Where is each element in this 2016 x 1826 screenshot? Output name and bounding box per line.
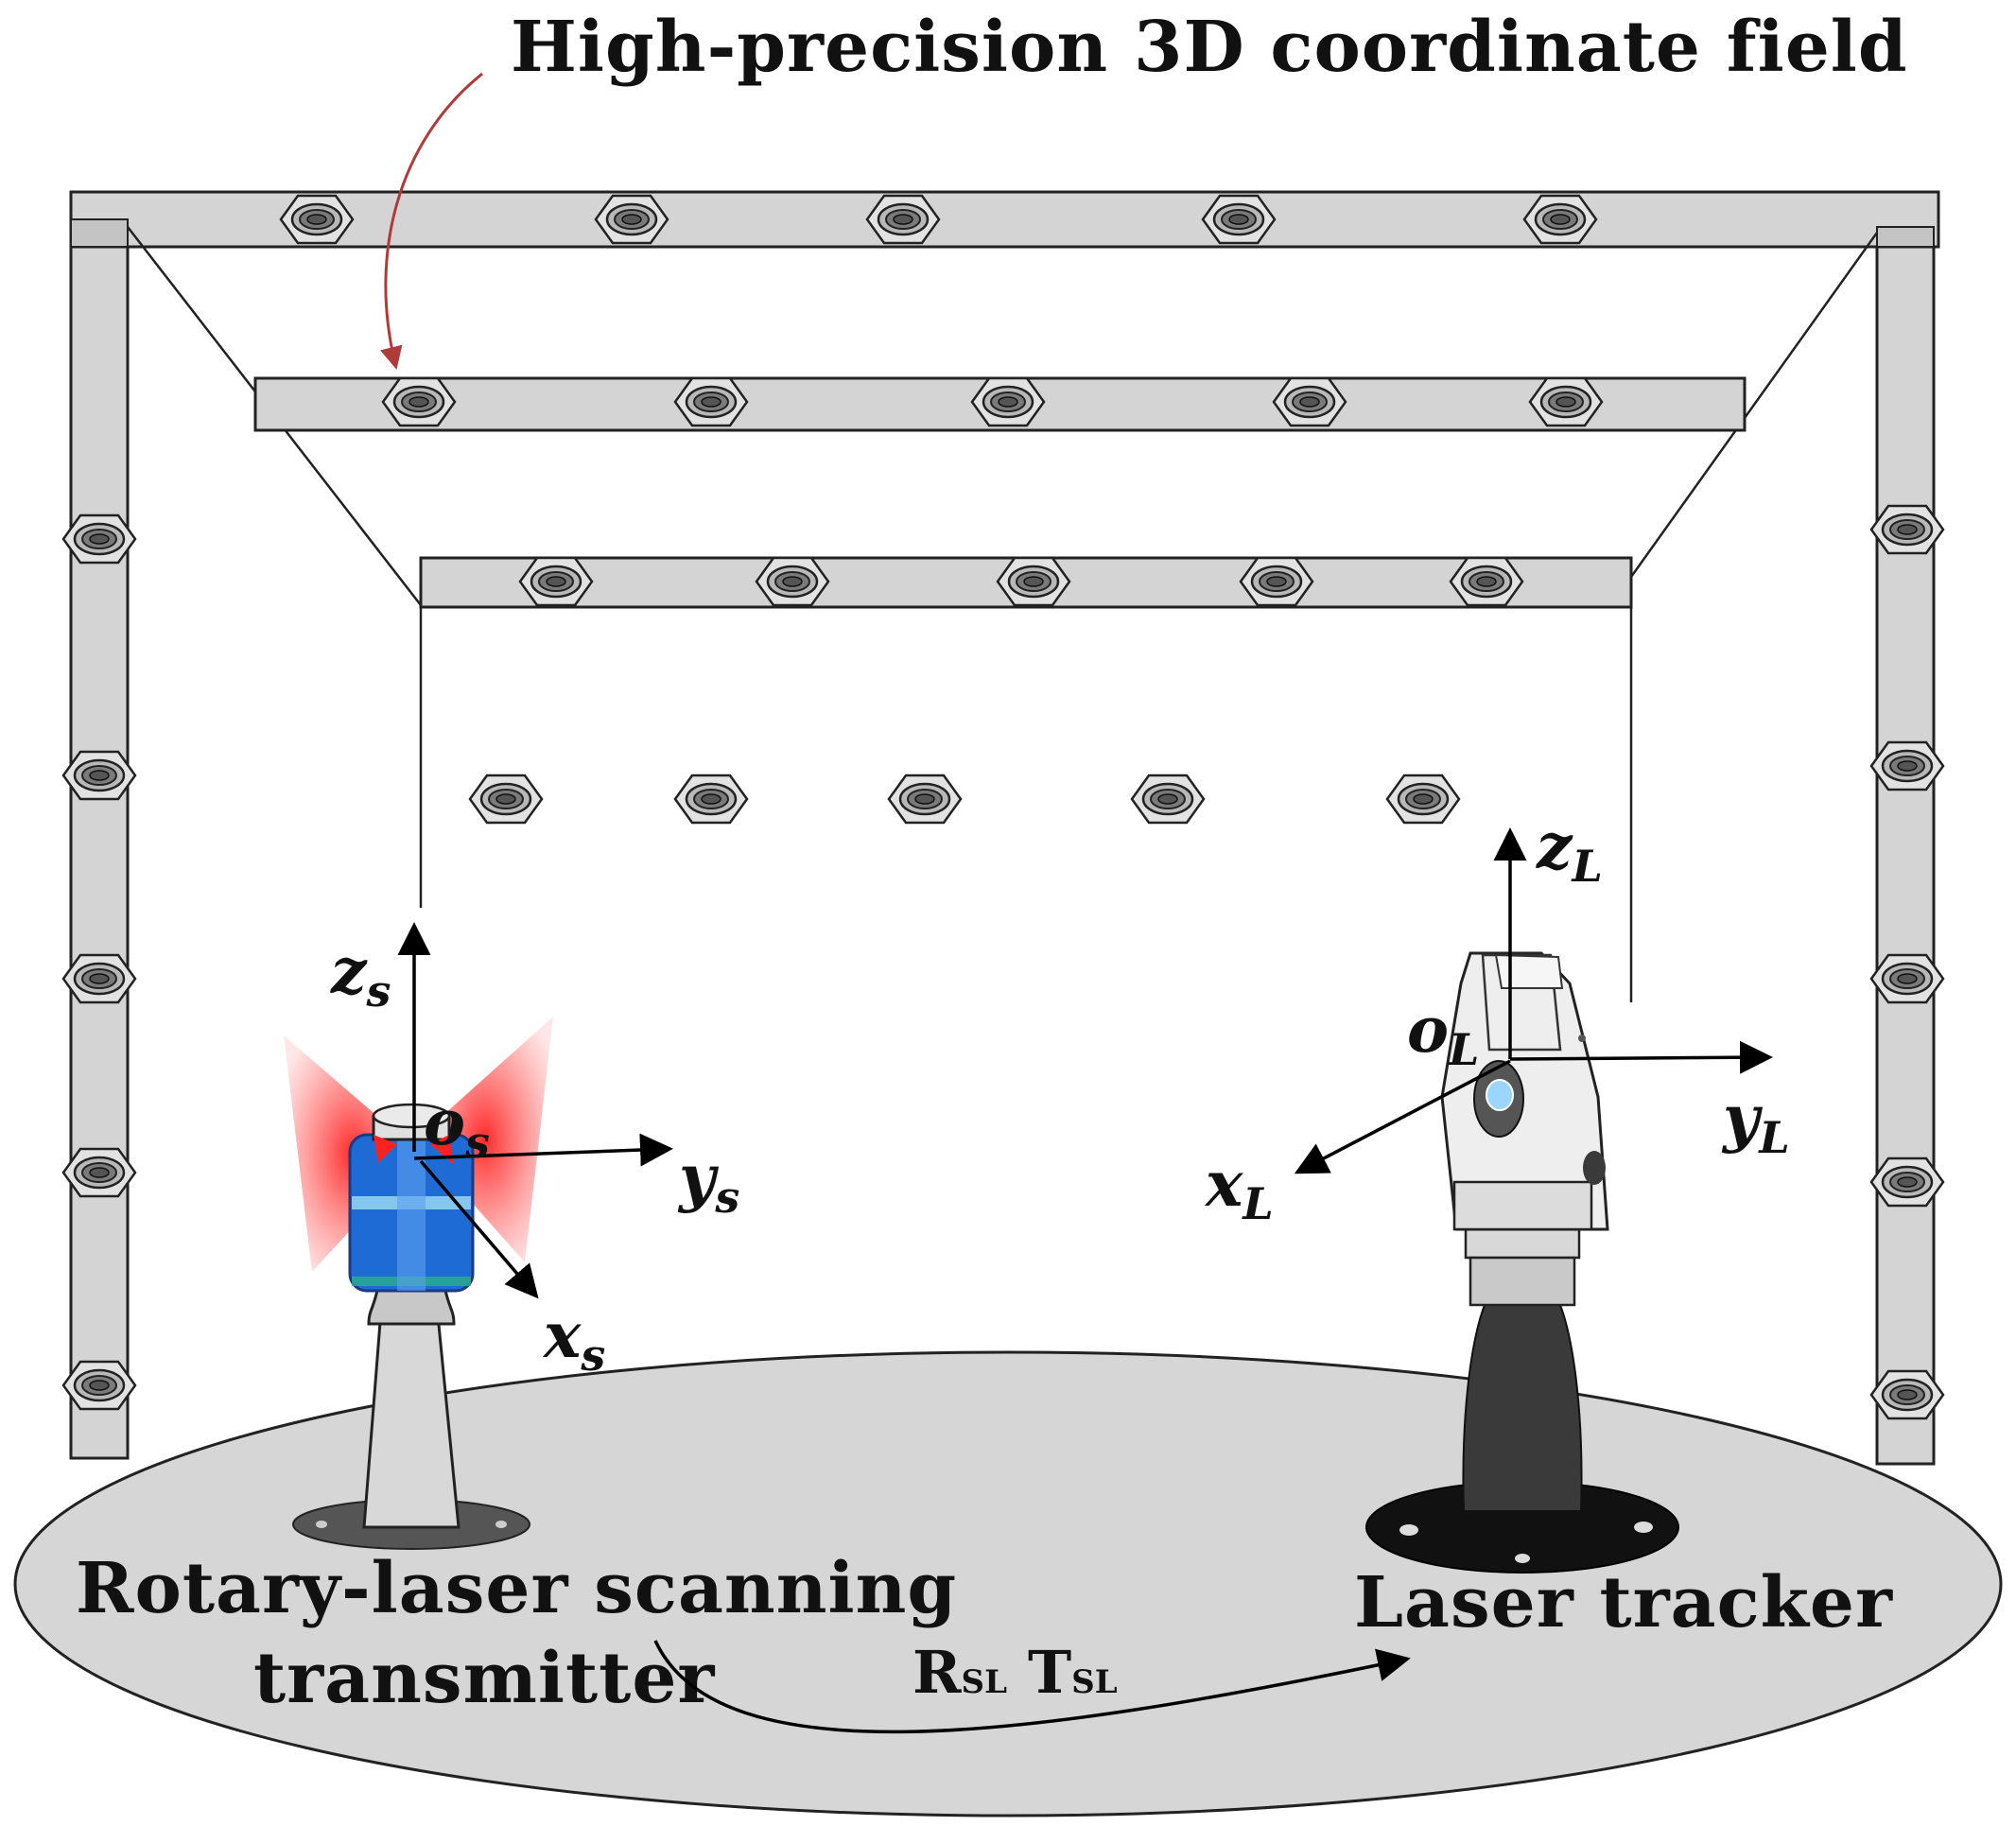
target-marker bbox=[594, 194, 669, 245]
target-marker bbox=[61, 1360, 137, 1411]
target-marker bbox=[61, 1147, 137, 1198]
target-marker bbox=[1272, 376, 1347, 427]
target-marker bbox=[1528, 376, 1604, 427]
target-marker bbox=[1869, 953, 1945, 1004]
target-marker bbox=[865, 194, 941, 245]
target-marker bbox=[1869, 1369, 1945, 1420]
title-pointer-arrow bbox=[380, 72, 483, 370]
target-marker bbox=[673, 376, 749, 427]
target-marker bbox=[673, 774, 749, 825]
transform-arrow bbox=[653, 1640, 1411, 1734]
target-marker bbox=[518, 556, 594, 607]
target-marker bbox=[468, 774, 544, 825]
figure-title: High-precision 3D coordinate field bbox=[511, 7, 1908, 88]
target-marker bbox=[381, 376, 457, 427]
transmitter-origin-label: os bbox=[424, 1086, 490, 1168]
tracker-axes bbox=[1294, 827, 1773, 1174]
tracker-device bbox=[1365, 951, 1679, 1574]
target-marker bbox=[887, 774, 963, 825]
right-post-cap bbox=[1876, 226, 1935, 248]
perspective-lines bbox=[127, 226, 1879, 1002]
right-post bbox=[1875, 225, 1936, 1466]
outer-frame bbox=[69, 190, 1940, 1466]
tracker-x-label: xL bbox=[1204, 1147, 1274, 1229]
target-marker bbox=[279, 194, 355, 245]
target-marker bbox=[1522, 194, 1598, 245]
target-marker bbox=[970, 376, 1046, 427]
target-marker bbox=[1869, 504, 1945, 555]
tracker-lens bbox=[1486, 1079, 1514, 1111]
tracker-stand bbox=[1462, 1304, 1583, 1512]
top-beam-back bbox=[69, 190, 1940, 249]
left-post bbox=[69, 217, 130, 1460]
target-marker bbox=[755, 556, 830, 607]
tracker-y-label: yL bbox=[1721, 1081, 1790, 1163]
target-marker bbox=[61, 953, 137, 1004]
target-marker bbox=[1449, 556, 1524, 607]
target-marker bbox=[1869, 740, 1945, 791]
transmitter-y-label: ys bbox=[677, 1140, 739, 1223]
target-marker bbox=[1239, 556, 1314, 607]
transmitter-axes bbox=[397, 922, 673, 1299]
target-marker bbox=[996, 556, 1071, 607]
transmitter-z-label: zs bbox=[330, 934, 391, 1017]
laser-fan-right bbox=[416, 1017, 553, 1262]
target-marker bbox=[1385, 774, 1461, 825]
tracker-origin-label: oL bbox=[1407, 993, 1479, 1075]
target-marker bbox=[61, 750, 137, 801]
target-marker bbox=[1869, 1156, 1945, 1208]
transmitter-label-line2: transmitter bbox=[253, 1638, 715, 1719]
transmitter-device bbox=[284, 1017, 553, 1550]
tracker-z-label: zL bbox=[1536, 809, 1603, 892]
target-marker bbox=[1130, 774, 1206, 825]
left-post-cap bbox=[70, 218, 129, 248]
target-marker bbox=[1201, 194, 1277, 245]
target-marker bbox=[61, 513, 137, 565]
transmitter-label-line1: Rotary-laser scanning bbox=[76, 1548, 957, 1629]
tracker-label: Laser tracker bbox=[1354, 1562, 1893, 1643]
transmitter-x-label: xs bbox=[542, 1298, 605, 1381]
